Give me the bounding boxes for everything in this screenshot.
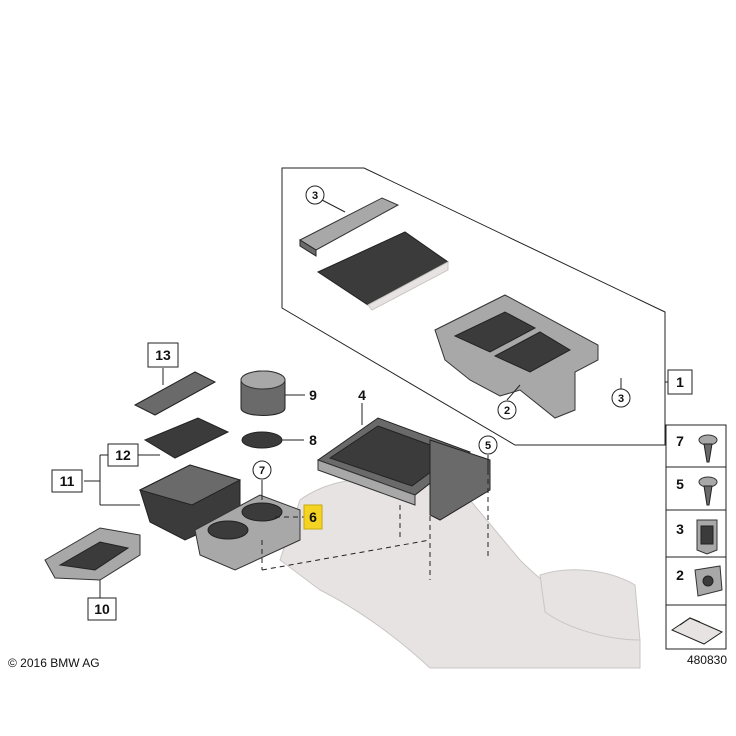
label-box-1 <box>667 369 693 395</box>
label-3-right[interactable]: 3 <box>618 393 624 405</box>
label-1[interactable]: 1 <box>676 374 684 390</box>
rubber-insert-mat <box>143 417 230 459</box>
label-13[interactable]: 13 <box>155 347 171 363</box>
clip-2-icon <box>694 565 723 597</box>
circle-box-5 <box>478 435 498 455</box>
label-11[interactable]: 11 <box>60 473 75 489</box>
screw-7-icon <box>698 434 718 463</box>
top-cover-strip <box>298 197 400 257</box>
label-3-top[interactable]: 3 <box>312 190 318 202</box>
storage-tray-frame <box>316 417 491 521</box>
trim-panel <box>316 231 449 311</box>
mounting-bracket <box>44 527 141 581</box>
rubber-ring <box>241 431 283 449</box>
label-10[interactable]: 10 <box>94 601 110 617</box>
label-box-6-highlighted <box>303 504 323 530</box>
label-box-10 <box>87 597 117 621</box>
label-9[interactable]: 9 <box>309 387 317 403</box>
console-trim-frame <box>434 294 599 419</box>
label-5[interactable]: 5 <box>485 440 491 452</box>
legend-label-5[interactable]: 5 <box>676 476 684 492</box>
ashtray-insert <box>240 370 286 416</box>
copyright-text: © 2016 BMW AG <box>8 656 100 670</box>
circle-box-3-right <box>611 388 631 408</box>
label-4[interactable]: 4 <box>358 387 366 403</box>
legend-label-7[interactable]: 7 <box>676 433 684 449</box>
label-2[interactable]: 2 <box>504 405 510 417</box>
circle-box-3-top <box>305 185 325 205</box>
label-box-12 <box>107 443 139 467</box>
circle-box-2 <box>497 400 517 420</box>
diagram-number: 480830 <box>687 653 727 667</box>
clip-3-icon <box>696 519 718 555</box>
label-12[interactable]: 12 <box>115 447 131 463</box>
screw-5-icon <box>698 476 718 506</box>
label-box-11 <box>51 469 83 493</box>
orientation-arrow-icon <box>670 617 724 645</box>
label-6[interactable]: 6 <box>309 509 317 525</box>
label-8[interactable]: 8 <box>309 432 317 448</box>
label-box-13 <box>147 342 179 368</box>
storage-mat <box>133 371 217 416</box>
cup-holder <box>194 494 301 571</box>
group-outline-part-1 <box>281 167 666 446</box>
fastener-legend: 7 5 3 2 <box>665 424 727 650</box>
circle-box-7 <box>252 460 272 480</box>
legend-label-3[interactable]: 3 <box>676 521 684 537</box>
label-7[interactable]: 7 <box>259 465 265 477</box>
legend-label-2[interactable]: 2 <box>676 567 684 583</box>
